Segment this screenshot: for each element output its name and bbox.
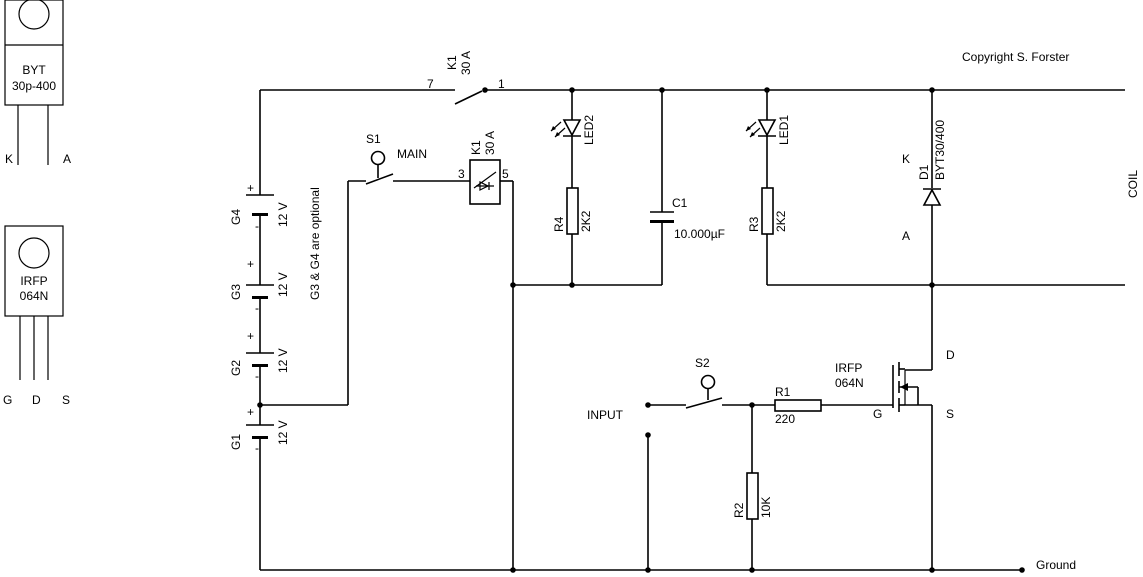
battery-g2-voltage: 12 V [276,348,290,373]
resistor-r1: R1 220 [774,385,822,426]
switch-s2: S2 [685,356,723,409]
r2-label: R2 [732,502,746,518]
resistor-r2: R2 10K [732,472,773,520]
capacitor-c1: C1 10.000µF [650,196,725,241]
c1-label: C1 [672,196,688,210]
ground-label: Ground [1036,558,1076,572]
r3-value: 2K2 [774,210,788,232]
c1-value: 10.000µF [674,227,725,241]
battery-g1-plus: + [247,405,254,419]
optional-batteries-note: G3 & G4 are optional [308,187,322,300]
battery-g4: + - G4 12 V [229,181,290,233]
mosfet-pin-g: G [873,407,882,421]
relay-coil-pin-out: 5 [502,167,509,181]
battery-g4-voltage: 12 V [276,202,290,227]
r4-label: R4 [552,216,566,232]
r4-value: 2K2 [579,210,593,232]
irfp-pin-s: S [62,393,70,407]
mosfet-name-line1: IRFP [835,361,862,375]
irfp-pin-d: D [32,393,41,407]
switch-s2-label: S2 [695,356,710,370]
battery-g1-label: G1 [229,434,243,450]
relay-contact-rating: 30 A [459,51,473,75]
led1: LED1 [745,115,791,145]
byt-pin-k: K [5,152,13,166]
led1-label: LED1 [777,115,791,145]
irfp-package: IRFP 064N G D S [3,225,70,407]
input-label: INPUT [587,408,624,422]
irfp-pin-g: G [3,393,12,407]
r3-label: R3 [747,216,761,232]
battery-g2: + - G2 12 V [229,329,290,383]
relay-coil-label: K1 [469,140,483,155]
battery-g3-minus: - [255,301,259,315]
battery-g1-voltage: 12 V [276,420,290,445]
battery-g3-plus: + [247,257,254,271]
junctions [257,87,1025,573]
battery-g1: + - G1 12 V [229,405,290,455]
d1-pin-k: K [902,152,910,166]
irfp-name-line2: 064N [20,289,49,303]
switch-s1: S1 MAIN [365,132,427,185]
battery-g2-plus: + [247,329,254,343]
battery-g4-plus: + [247,181,254,195]
battery-g3: + - G3 12 V [229,257,290,315]
resistor-r4: R4 2K2 [552,187,593,235]
coil-label: COIL [1126,170,1140,198]
irfp-name-line1: IRFP [20,274,47,288]
relay-contact-pin-in: 7 [427,77,434,91]
r1-value: 220 [775,412,795,426]
copyright-text: Copyright S. Forster [962,50,1069,64]
d1-pin-a: A [902,229,910,243]
relay-coil-pin-in: 3 [458,167,465,181]
mosfet-pin-d: D [946,348,955,362]
relay-contact-label: K1 [445,55,459,70]
relay-coil-k1: 3 5 K1 30 A [458,131,509,205]
relay-contact-k1: 7 1 K1 30 A [427,51,505,105]
d1-part: BYT30/400 [933,120,947,180]
d1-label: D1 [917,164,931,180]
byt-name-line1: BYT [22,63,46,77]
battery-g3-label: G3 [229,284,243,300]
relay-contact-pin-out: 1 [498,77,505,91]
byt-name-line2: 30p-400 [12,79,56,93]
resistor-r3: R3 2K2 [747,187,788,235]
r2-value: 10K [759,497,773,518]
mosfet-irfp064n: IRFP 064N G D S [835,348,955,421]
byt-package: BYT 30p-400 K A [4,0,71,166]
led2-label: LED2 [582,115,596,145]
diode-d1: K A D1 BYT30/400 [902,120,947,243]
r1-label: R1 [775,385,791,399]
led2: LED2 [550,115,596,145]
battery-g4-minus: - [255,219,259,233]
battery-g3-voltage: 12 V [276,272,290,297]
battery-g2-minus: - [255,369,259,383]
wires [259,89,1125,571]
mosfet-pin-s: S [946,407,954,421]
switch-s1-name: MAIN [397,147,427,161]
mosfet-name-line2: 064N [835,376,864,390]
battery-g1-minus: - [255,441,259,455]
relay-coil-rating: 30 A [483,131,497,155]
battery-g4-label: G4 [229,209,243,225]
byt-pin-a: A [63,152,71,166]
switch-s1-label: S1 [366,132,381,146]
battery-g2-label: G2 [229,360,243,376]
